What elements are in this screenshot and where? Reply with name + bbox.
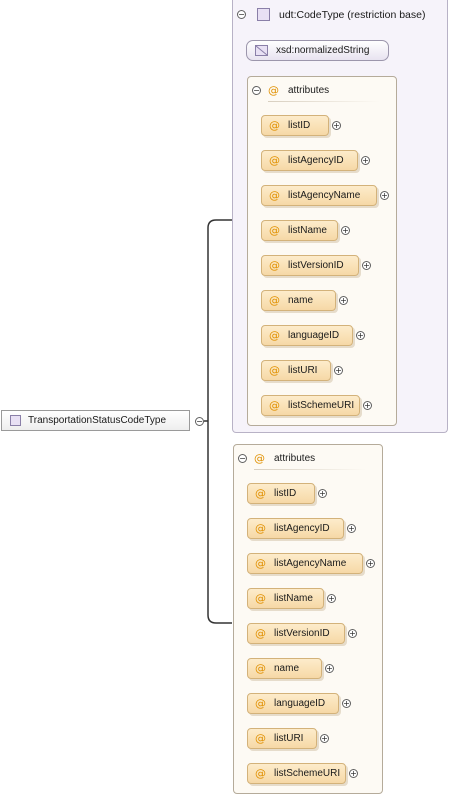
attribute-icon: @: [255, 592, 266, 605]
attribute-listID[interactable]: @ listID: [261, 115, 329, 136]
attribute-icon: @: [255, 557, 266, 570]
group-divider: [268, 101, 380, 102]
expand-icon[interactable]: +: [347, 524, 356, 533]
attribute-icon: @: [255, 697, 266, 710]
attribute-label: listName: [274, 593, 313, 604]
expand-icon[interactable]: +: [361, 156, 370, 165]
attribute-listURI[interactable]: @ listURI: [247, 728, 317, 749]
expand-icon[interactable]: +: [327, 594, 336, 603]
restriction-attributes-label: attributes: [288, 84, 330, 96]
attribute-languageID[interactable]: @ languageID: [247, 693, 339, 714]
attribute-icon: @: [269, 189, 280, 202]
attribute-listAgencyID[interactable]: @ listAgencyID: [261, 150, 358, 171]
expand-icon[interactable]: +: [339, 296, 348, 305]
expand-icon[interactable]: +: [366, 559, 375, 568]
attribute-label: listURI: [288, 365, 318, 376]
expand-icon[interactable]: +: [348, 629, 357, 638]
attribute-label: listAgencyID: [274, 523, 330, 534]
attribute-label: listVersionID: [288, 260, 344, 271]
expand-icon[interactable]: +: [334, 366, 343, 375]
attribute-icon: @: [254, 451, 265, 465]
attribute-listID[interactable]: @ listID: [247, 483, 315, 504]
attribute-icon: @: [255, 522, 266, 535]
attribute-icon: @: [269, 364, 280, 377]
root-type-node[interactable]: TransportationStatusCodeType: [1, 410, 190, 431]
restriction-type-icon: [257, 8, 270, 21]
attribute-icon: @: [269, 119, 280, 132]
attribute-icon: @: [255, 732, 266, 745]
simple-type-icon: [255, 45, 268, 56]
attribute-icon: @: [269, 154, 280, 167]
attribute-icon: @: [269, 399, 280, 412]
attribute-label: listAgencyName: [274, 558, 347, 569]
attribute-icon: @: [255, 487, 266, 500]
attribute-icon: @: [269, 259, 280, 272]
base-type-label: xsd:normalizedString: [276, 45, 370, 56]
attribute-icon: @: [255, 627, 266, 640]
group-divider: [254, 469, 366, 470]
attribute-icon: @: [255, 662, 266, 675]
attribute-listURI[interactable]: @ listURI: [261, 360, 331, 381]
expand-icon[interactable]: +: [320, 734, 329, 743]
restriction-label: udt:CodeType (restriction base): [279, 9, 426, 21]
expand-icon[interactable]: +: [380, 191, 389, 200]
attribute-listVersionID[interactable]: @ listVersionID: [247, 623, 345, 644]
extension-attributes-label: attributes: [274, 452, 316, 464]
attribute-name[interactable]: @ name: [247, 658, 322, 679]
root-collapse-icon[interactable]: −: [195, 417, 204, 426]
expand-icon[interactable]: +: [341, 226, 350, 235]
attribute-label: name: [288, 295, 314, 306]
attribute-label: languageID: [274, 698, 326, 709]
attribute-label: listVersionID: [274, 628, 330, 639]
attribute-label: listURI: [274, 733, 304, 744]
attribute-icon: @: [255, 767, 266, 780]
attribute-listSchemeURI[interactable]: @ listSchemeURI: [247, 763, 346, 784]
attribute-icon: @: [269, 329, 280, 342]
attribute-listAgencyName[interactable]: @ listAgencyName: [261, 185, 377, 206]
attribute-label: listSchemeURI: [288, 400, 355, 411]
expand-icon[interactable]: +: [356, 331, 365, 340]
expand-icon[interactable]: +: [363, 401, 372, 410]
base-type-node[interactable]: xsd:normalizedString: [246, 40, 389, 61]
attribute-name[interactable]: @ name: [261, 290, 336, 311]
expand-icon[interactable]: +: [342, 699, 351, 708]
attribute-icon: @: [268, 83, 279, 97]
attribute-icon: @: [269, 294, 280, 307]
restriction-collapse-icon[interactable]: −: [237, 10, 246, 19]
attribute-label: listSchemeURI: [274, 768, 341, 779]
expand-icon[interactable]: +: [325, 664, 334, 673]
attribute-listName[interactable]: @ listName: [261, 220, 338, 241]
attribute-listSchemeURI[interactable]: @ listSchemeURI: [261, 395, 360, 416]
expand-icon[interactable]: +: [349, 769, 358, 778]
attribute-label: listID: [288, 120, 311, 131]
attribute-label: name: [274, 663, 300, 674]
extension-attributes-collapse-icon[interactable]: −: [238, 453, 247, 463]
expand-icon[interactable]: +: [332, 121, 341, 130]
attribute-listName[interactable]: @ listName: [247, 588, 324, 609]
complex-type-icon: [10, 415, 21, 426]
attribute-label: listAgencyID: [288, 155, 344, 166]
attribute-label: listID: [274, 488, 297, 499]
expand-icon[interactable]: +: [362, 261, 371, 270]
attribute-label: listAgencyName: [288, 190, 361, 201]
attribute-listAgencyName[interactable]: @ listAgencyName: [247, 553, 363, 574]
attribute-languageID[interactable]: @ languageID: [261, 325, 353, 346]
attribute-listVersionID[interactable]: @ listVersionID: [261, 255, 359, 276]
attribute-label: listName: [288, 225, 327, 236]
attribute-label: languageID: [288, 330, 340, 341]
expand-icon[interactable]: +: [318, 489, 327, 498]
root-type-label: TransportationStatusCodeType: [28, 415, 167, 426]
attribute-icon: @: [269, 224, 280, 237]
restriction-attributes-collapse-icon[interactable]: −: [252, 85, 261, 95]
attribute-listAgencyID[interactable]: @ listAgencyID: [247, 518, 344, 539]
